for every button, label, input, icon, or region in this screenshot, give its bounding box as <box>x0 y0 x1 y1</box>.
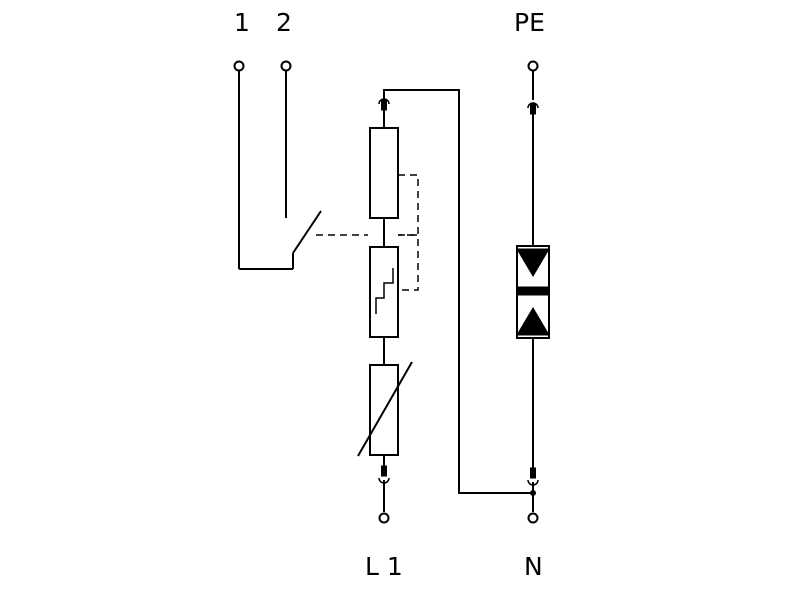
terminal-l1-connector <box>378 512 390 524</box>
terminal-n-connector <box>527 512 539 524</box>
mechanical-coupling <box>398 174 419 291</box>
thermal-symbol <box>375 268 394 314</box>
remote-signal-contact <box>233 60 368 270</box>
terminal-2-label: 2 <box>276 8 292 37</box>
varistor-element <box>369 364 399 456</box>
neutral-bridge-wire <box>383 89 533 494</box>
pe-n-branch <box>516 60 550 524</box>
terminal-2-connector <box>280 60 292 72</box>
l1-protection-branch <box>357 98 413 524</box>
terminal-n-label: N <box>524 552 543 581</box>
terminal-1-connector <box>233 60 245 72</box>
terminal-pe-connector <box>527 60 539 72</box>
terminal-pe-label: PE <box>514 8 545 37</box>
terminal-l1-label: L 1 <box>365 552 403 581</box>
fuse-element <box>369 127 399 219</box>
spark-gap <box>516 245 550 339</box>
terminal-1-label: 1 <box>234 8 250 37</box>
